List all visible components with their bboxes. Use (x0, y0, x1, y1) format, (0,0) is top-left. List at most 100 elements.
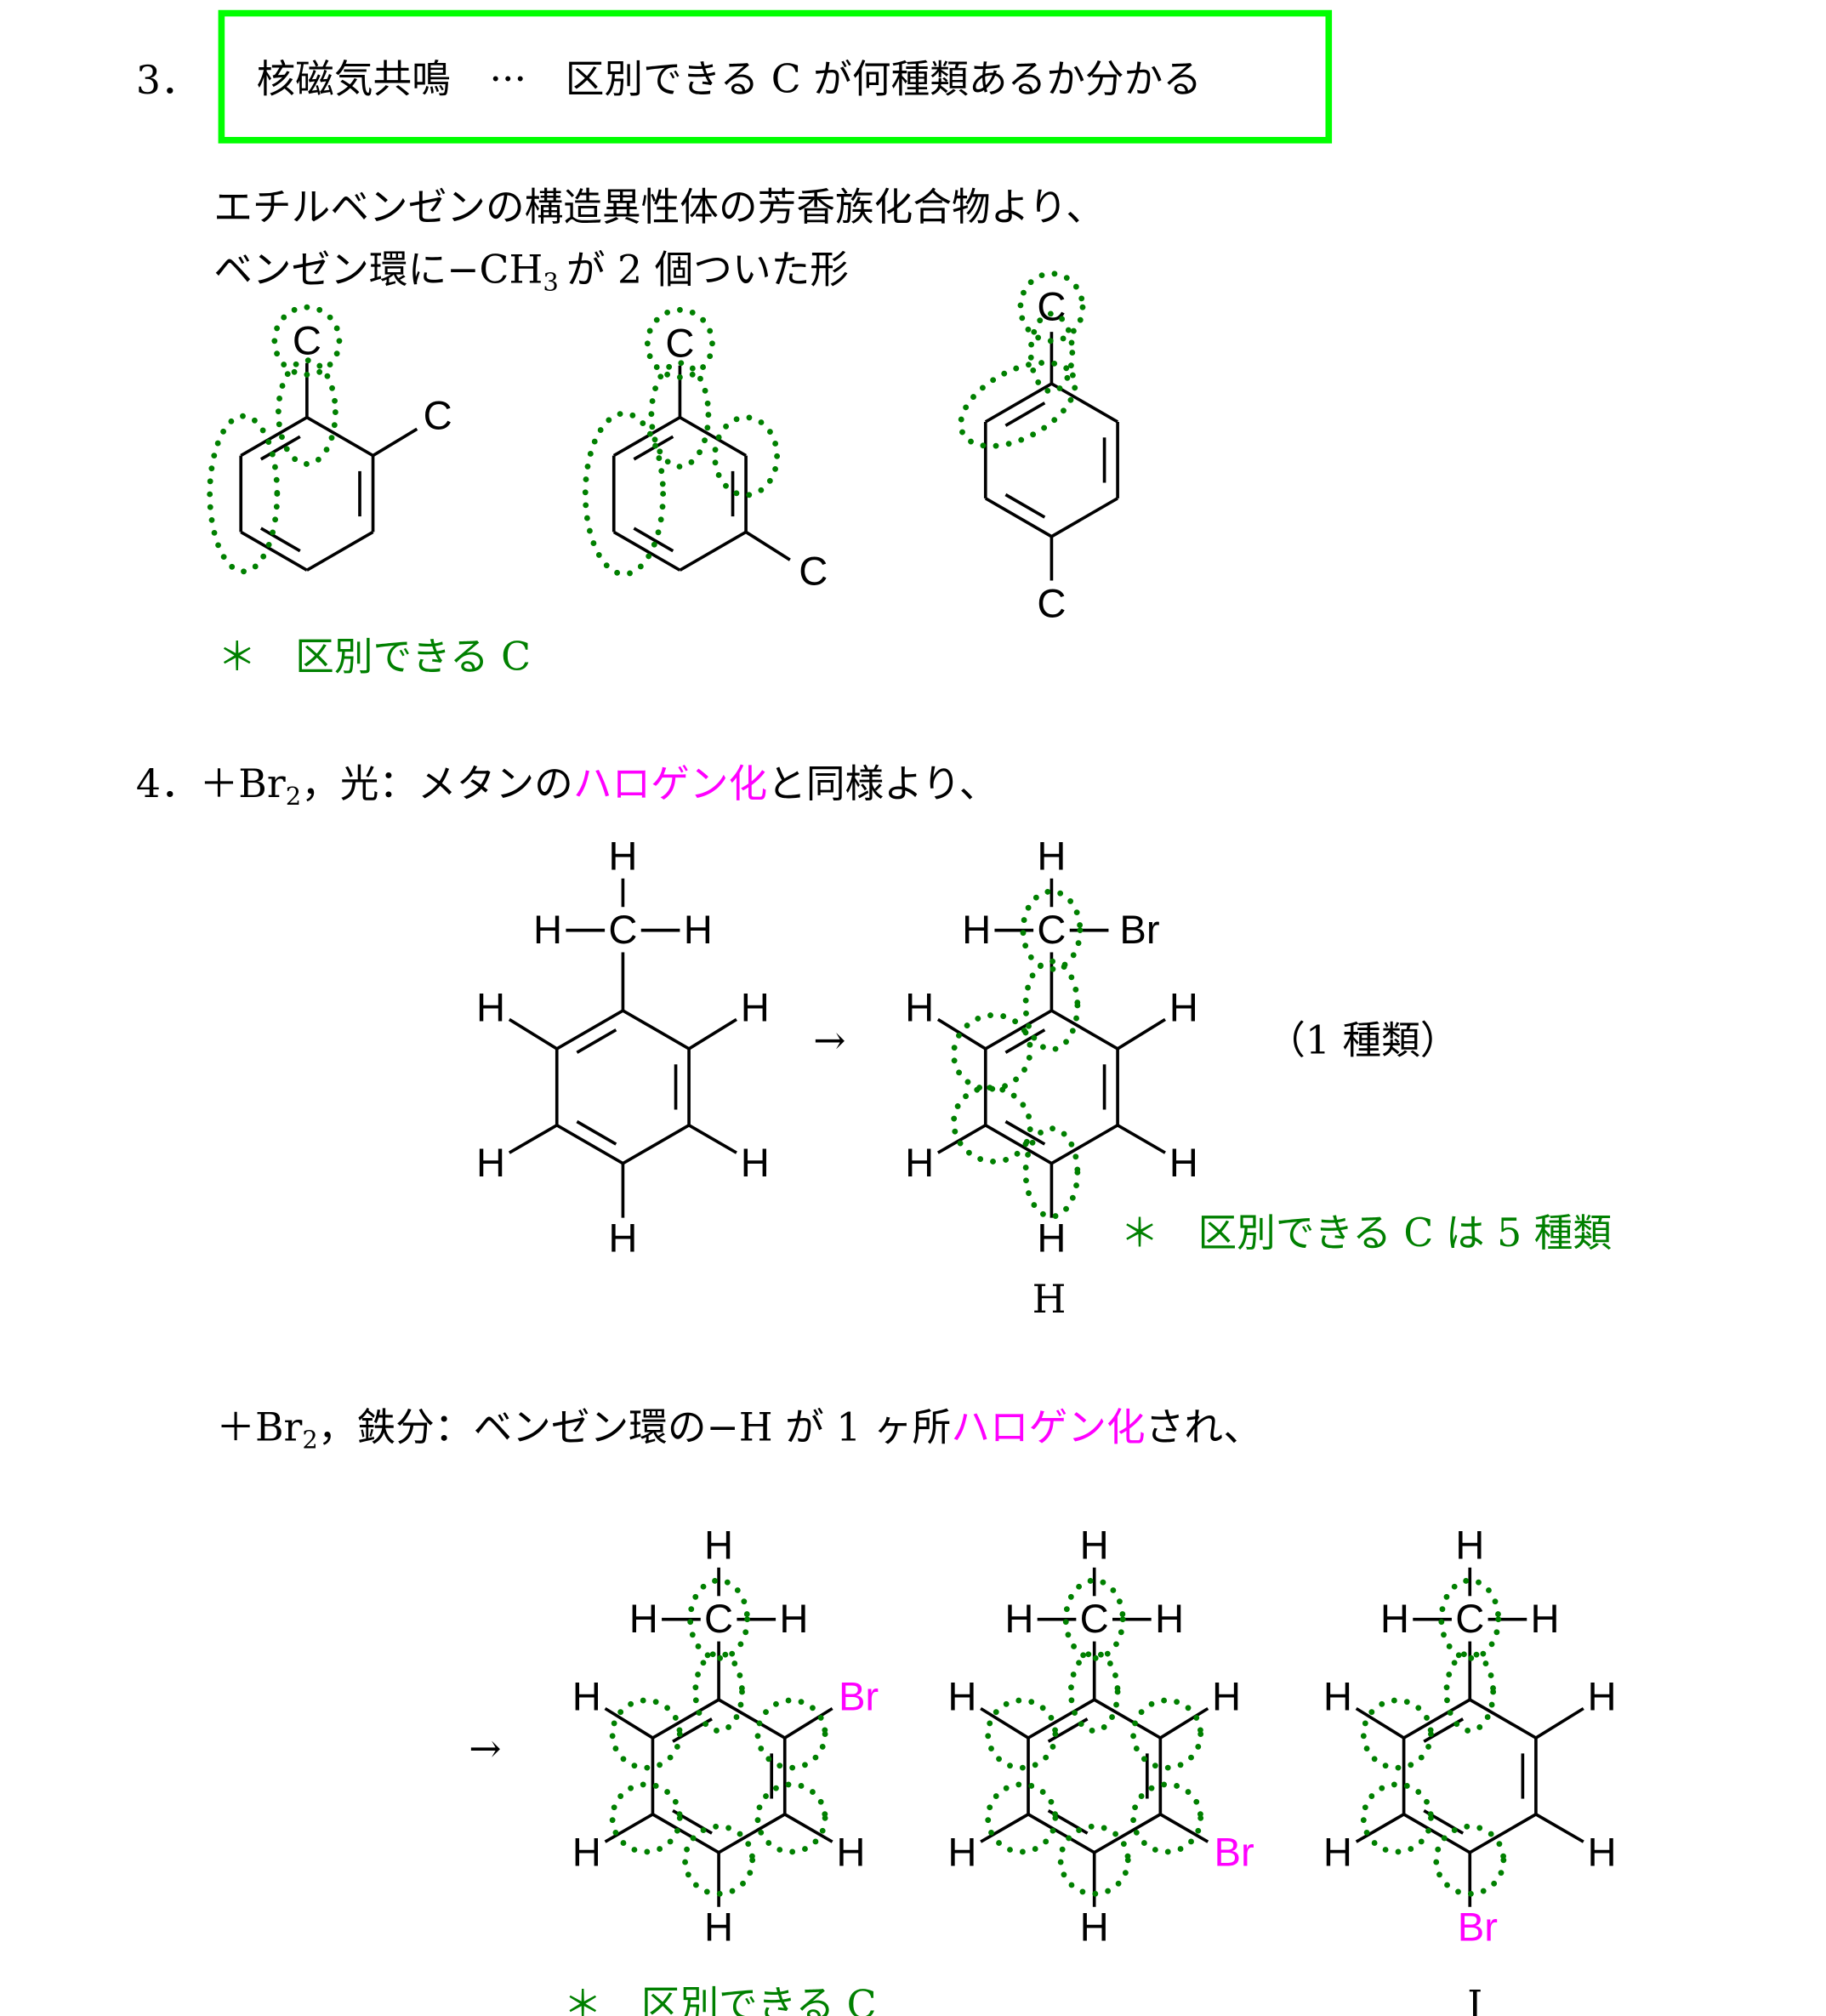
bond (240, 416, 308, 458)
atom-label: C (608, 908, 637, 953)
atom-label: Br (1119, 908, 1159, 953)
reaction-arrow-2: → (469, 1726, 501, 1771)
distinct-carbon-marker (1022, 958, 1081, 1053)
benzene-ring (239, 416, 375, 572)
bond (688, 1124, 737, 1154)
bond (633, 527, 674, 553)
atom-label: H (905, 986, 934, 1031)
atom-label: H (962, 908, 991, 953)
bond (679, 416, 747, 458)
reagent-sub: 2 (286, 782, 301, 811)
bond (1027, 1813, 1095, 1854)
atom-label: H (1323, 1675, 1352, 1720)
bond (240, 530, 308, 572)
intro-line-1: エチルベンゼンの構造異性体の芳香族化合物より、 (213, 185, 1105, 230)
distinct-carbon-marker (1020, 888, 1084, 972)
distinct-carbon-marker (754, 1697, 828, 1771)
distinct-carbon-marker (1027, 310, 1076, 395)
benzene-ring (555, 1009, 691, 1165)
bond (984, 382, 1053, 424)
bond (1050, 382, 1119, 424)
bond (984, 1124, 1053, 1165)
distinct-carbon-marker (1022, 1125, 1081, 1220)
distinct-carbon-marker (712, 414, 781, 498)
atom-label: H (572, 1830, 601, 1875)
distinct-carbon-marker (582, 410, 667, 578)
bond (1117, 1017, 1166, 1051)
atom-label: H (1531, 1597, 1560, 1642)
atom-label: H (572, 1675, 601, 1720)
reagent-2: ＋Br (216, 1405, 302, 1450)
atom-label: H (1037, 1216, 1066, 1261)
bond (651, 1813, 720, 1854)
bond (305, 416, 374, 458)
condition-text: ，光：メタンの (301, 761, 573, 806)
distinct-carbon-marker (754, 1781, 828, 1855)
distinct-carbon-marker (609, 1781, 683, 1855)
distinct-carbon-marker (682, 1823, 756, 1897)
bond (936, 1124, 987, 1154)
atom-label: H (741, 1141, 770, 1186)
distinct-carbon-marker (609, 1697, 683, 1771)
line-ending: と同様より、 (767, 761, 998, 806)
atom-label: C (1080, 1597, 1109, 1642)
bond (688, 1017, 737, 1051)
distinct-carbon-marker (1360, 1781, 1434, 1855)
bond (576, 1119, 617, 1146)
bond (1469, 1698, 1537, 1740)
atom-label: H (1588, 1830, 1617, 1875)
bond (622, 1124, 690, 1165)
benzene-ring (651, 1698, 787, 1854)
atom-label: H (905, 1141, 934, 1186)
bond (1004, 1028, 1046, 1054)
atom-label: H (947, 1675, 976, 1720)
distinct-c-note-4: ＊ 区別できる C は 5 種類 (1120, 1210, 1612, 1256)
atom-label: H (1212, 1675, 1241, 1720)
bond (1355, 1706, 1405, 1740)
distinct-carbon-marker (1433, 1823, 1507, 1897)
distinct-carbon-marker (275, 357, 338, 467)
atom-label: C (1037, 908, 1066, 953)
section-3-number: 3． (136, 58, 200, 103)
atom-label: H (947, 1830, 976, 1875)
bond (1159, 1706, 1209, 1740)
bond (1004, 401, 1046, 427)
ortho-xylene-structure: CC (207, 304, 452, 575)
bond (1050, 1124, 1119, 1165)
intro-line-2-b: が 2 個ついた形 (566, 247, 849, 292)
reagent-2-sub: 2 (302, 1426, 317, 1455)
atom-label: H (1004, 1597, 1033, 1642)
count-note: （1 種類） (1266, 1017, 1459, 1062)
highlight-box (218, 9, 1333, 144)
bond (508, 1124, 558, 1154)
bond (604, 1813, 654, 1843)
distinct-carbon-marker (1438, 1577, 1502, 1661)
section-4-line-1: 4．＋Br2，光：メタンのハロゲン化と同様より、 (136, 761, 998, 811)
distinct-carbon-marker (271, 304, 343, 378)
bond (1027, 1698, 1095, 1740)
line-ending-2: され、 (1146, 1405, 1262, 1450)
bond (651, 1698, 720, 1740)
bond (783, 1706, 833, 1740)
bond (980, 1706, 1029, 1740)
bond (1159, 1813, 1209, 1843)
distinct-carbon-marker (985, 1697, 1059, 1771)
atom-label: H (1380, 1597, 1409, 1642)
bond (1004, 493, 1046, 519)
halogenation-highlight-2: ハロゲン化 (951, 1405, 1145, 1450)
bond (718, 1813, 786, 1854)
bond (305, 530, 374, 572)
intro-line-2-sub: 3 (543, 267, 558, 296)
bond (1117, 1124, 1166, 1154)
meta-xylene-structure: CC (582, 306, 828, 594)
atom-label: C (424, 394, 452, 439)
atom-label: H (629, 1597, 658, 1642)
reaction-arrow: → (813, 1017, 845, 1062)
bond (984, 497, 1053, 538)
atom-label: H (836, 1830, 865, 1875)
benzene-ring (612, 416, 748, 572)
atom-label: Br (1458, 1905, 1498, 1951)
